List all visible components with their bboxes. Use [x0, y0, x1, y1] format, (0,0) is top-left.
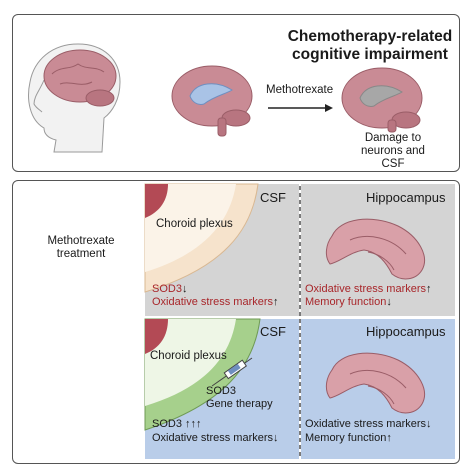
gene-line-1: SOD3	[206, 385, 236, 397]
oxidative-row-treated: Oxidative stress markers↓	[152, 432, 279, 445]
memory-label: Memory function	[305, 296, 387, 308]
gene-therapy-caption: SOD3 Gene therapy	[206, 385, 273, 411]
csf-title-treated: CSF	[260, 324, 286, 339]
damage-line-2: neurons and CSF	[361, 145, 425, 170]
oxidative-arrow: ↑	[273, 296, 279, 308]
memory-arrow: ↑	[386, 432, 392, 444]
treatment-line-1: Methotrexate	[47, 235, 115, 247]
memory-row-treated: Memory function↑	[305, 432, 392, 445]
damage-caption: Damage to neurons and CSF	[348, 132, 438, 171]
oxidative-row-untreated: Oxidative stress markers↑	[152, 296, 279, 309]
hippocampus-title-treated: Hippocampus	[366, 324, 446, 339]
oxidative-label: Oxidative stress markers	[152, 432, 274, 444]
human-head-illustration	[28, 43, 121, 153]
oxidative-label: Oxidative stress markers	[152, 296, 274, 308]
syringe-icon	[211, 357, 253, 387]
memory-row-untreated: Memory function↓	[305, 296, 392, 309]
treatment-arrow	[268, 104, 333, 112]
hippo-oxidative-row-treated: Oxidative stress markers↓	[305, 418, 432, 431]
memory-label: Memory function	[305, 432, 387, 444]
sod3-row-untreated: SOD3↓	[152, 283, 187, 296]
choroid-label-treated: Choroid plexus	[150, 350, 227, 362]
csf-title-untreated: CSF	[260, 190, 286, 205]
hippo-oxidative-label: Oxidative stress markers	[305, 418, 427, 430]
drug-label: Methotrexate	[266, 84, 334, 96]
damage-line-1: Damage to	[364, 132, 422, 144]
hippocampus-treated	[325, 352, 425, 414]
title-line-1: Chemotherapy-related	[287, 28, 453, 45]
hippo-oxidative-arrow: ↑	[426, 283, 432, 295]
hippo-oxidative-row-untreated: Oxidative stress markers↑	[305, 283, 432, 296]
title-line-2: cognitive impairment	[292, 46, 448, 63]
hippocampus-title-untreated: Hippocampus	[366, 190, 446, 205]
oxidative-arrow: ↓	[273, 432, 279, 444]
memory-arrow: ↓	[386, 296, 392, 308]
brain-damaged-illustration	[341, 67, 423, 133]
choroid-plexus-treated	[144, 318, 261, 431]
sod3-arrow: ↑↑↑	[185, 418, 202, 430]
hippo-oxidative-arrow: ↓	[426, 418, 432, 430]
brain-before-illustration	[171, 65, 253, 137]
hippo-oxidative-label: Oxidative stress markers	[305, 283, 427, 295]
choroid-label-untreated: Choroid plexus	[156, 218, 233, 230]
sod3-arrow: ↓	[181, 283, 188, 295]
sod3-label: SOD3	[152, 283, 182, 295]
treatment-caption: Methotrexate treatment	[38, 235, 124, 261]
choroid-plexus-untreated	[144, 183, 259, 293]
hippocampus-untreated	[325, 218, 425, 280]
sod3-row-treated: SOD3 ↑↑↑	[152, 418, 202, 431]
gene-line-2: Gene therapy	[206, 398, 273, 410]
main-title: Chemotherapy-related cognitive impairmen…	[282, 28, 458, 64]
treatment-line-2: treatment	[56, 248, 106, 260]
sod3-label: SOD3	[152, 418, 182, 430]
